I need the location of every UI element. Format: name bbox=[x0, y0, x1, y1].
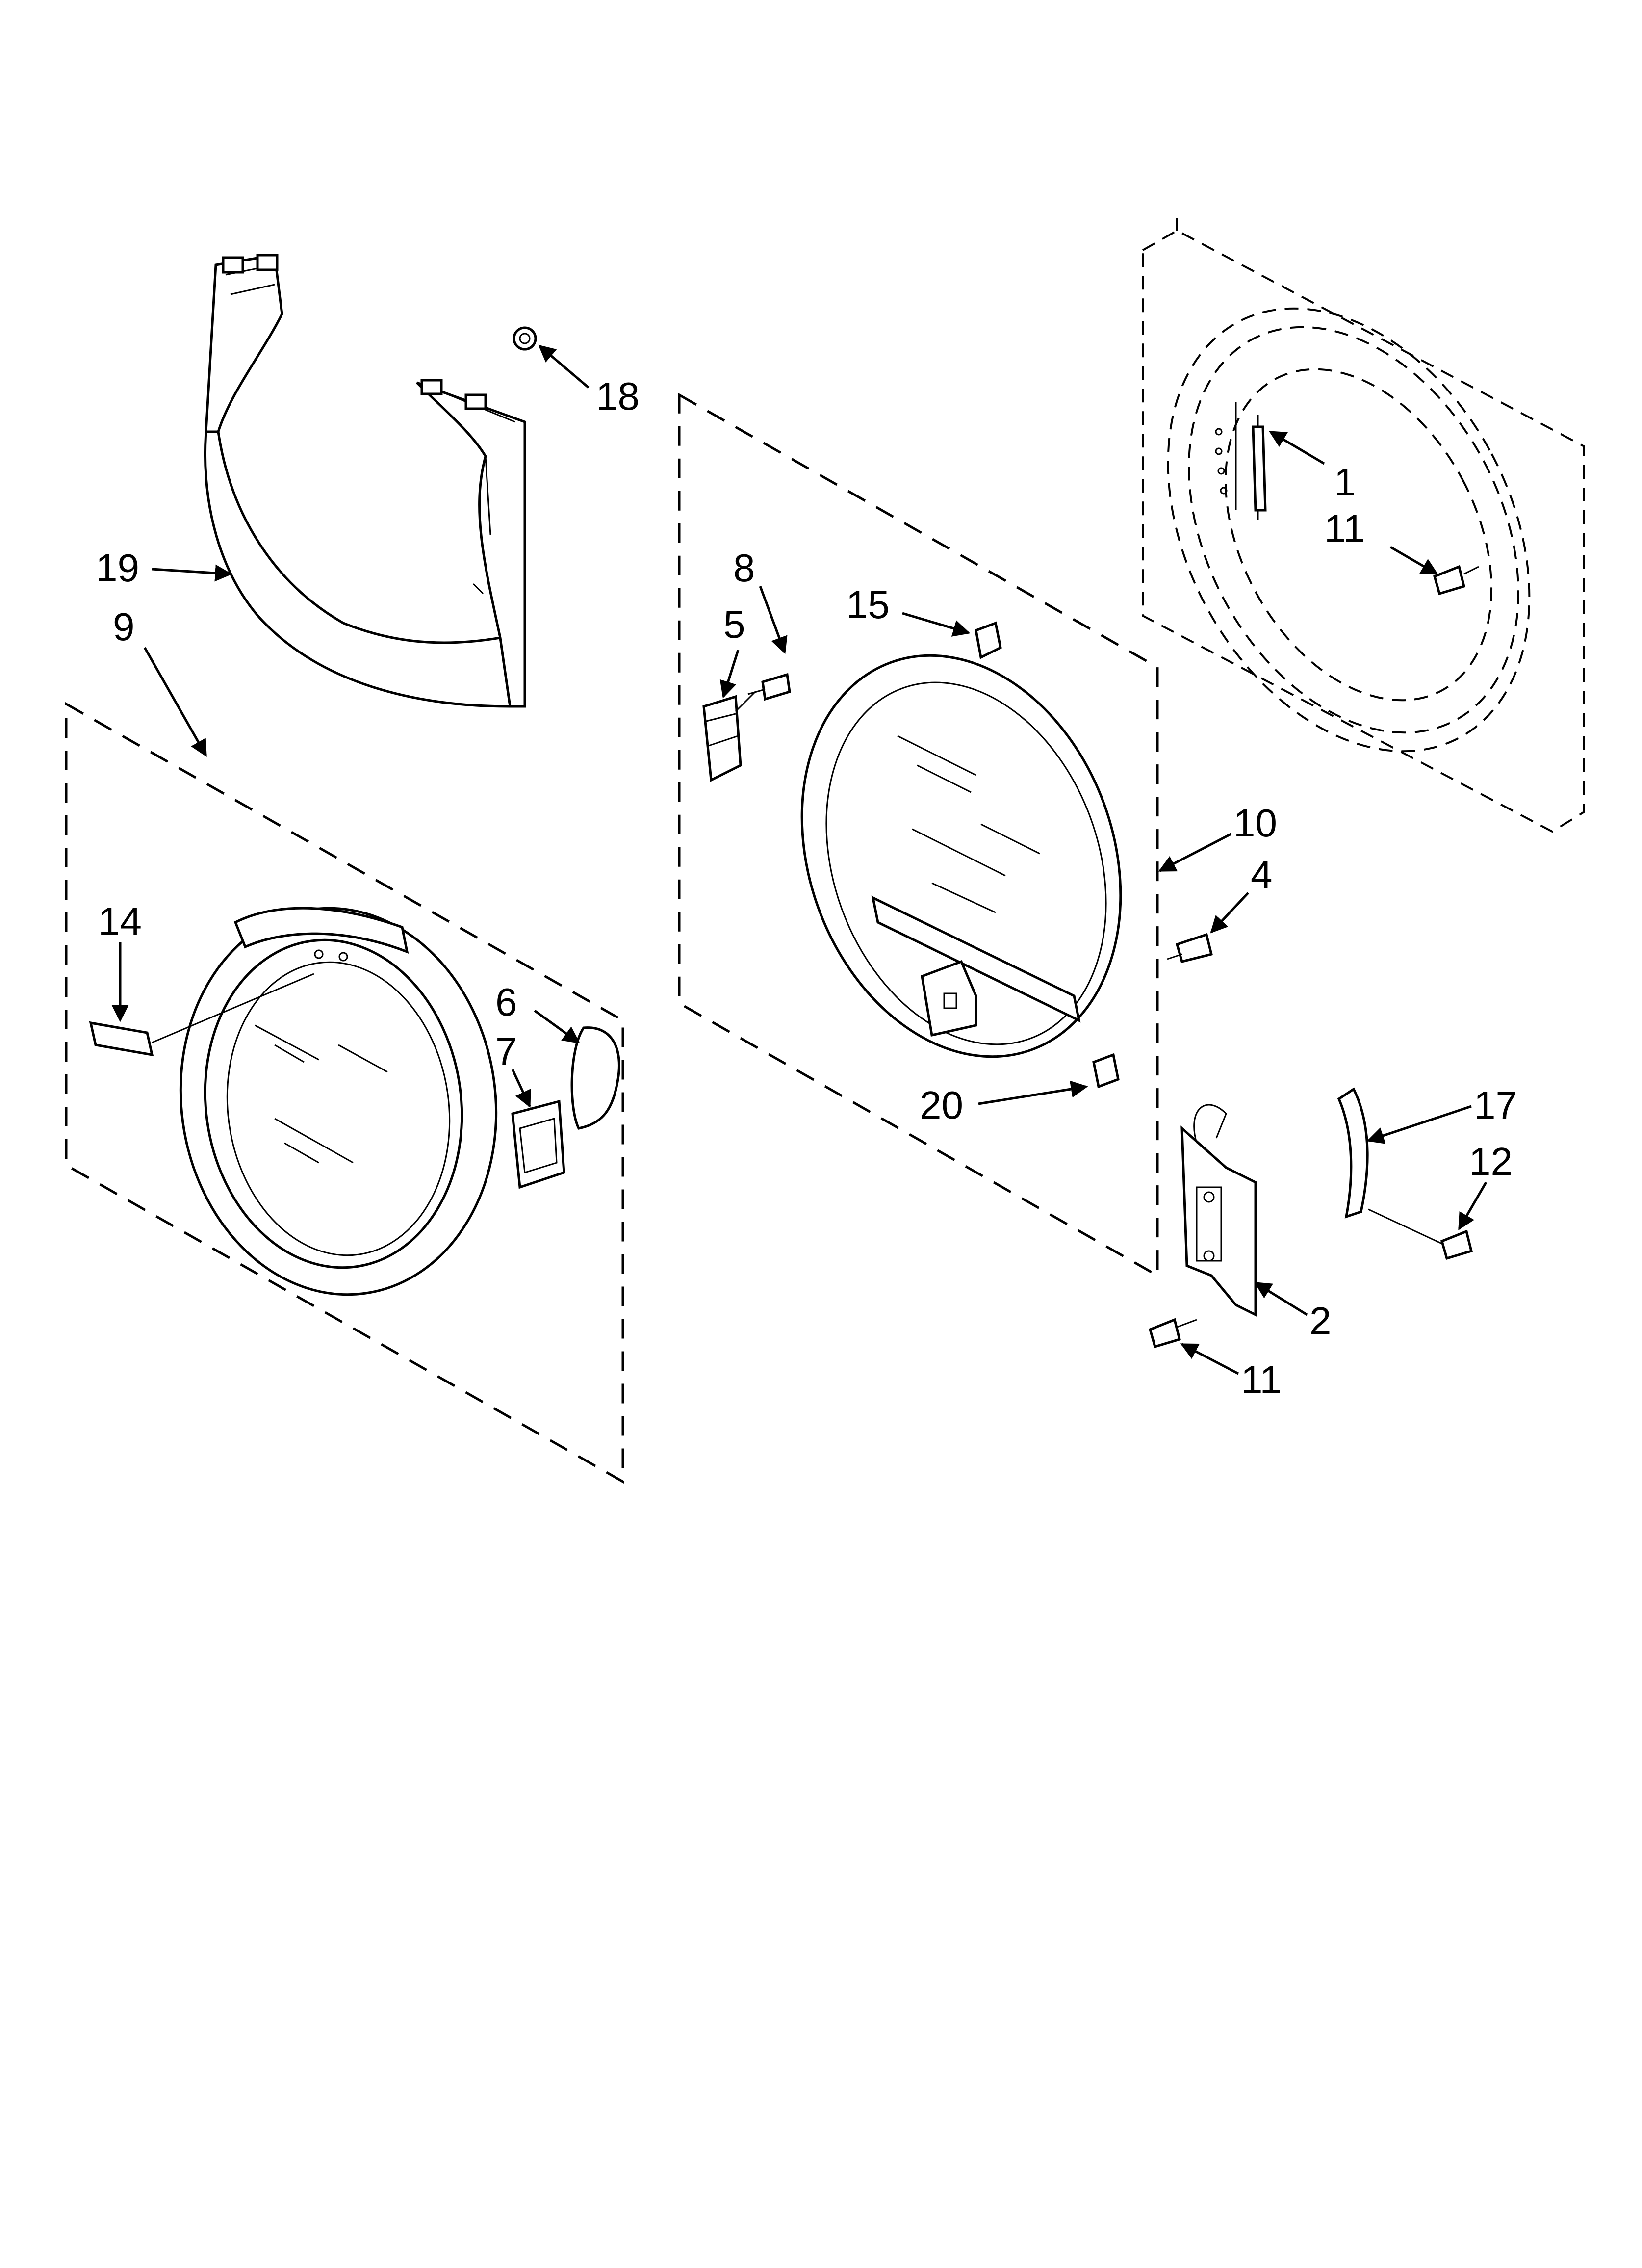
callout-4: 4 bbox=[1251, 853, 1273, 896]
hinge-trim-part bbox=[1337, 1087, 1369, 1219]
callout-12: 12 bbox=[1469, 1140, 1513, 1183]
callout-7: 7 bbox=[495, 1029, 517, 1073]
callout-2: 2 bbox=[1309, 1299, 1332, 1343]
callout-9: 9 bbox=[113, 605, 135, 649]
door-handle-part bbox=[89, 973, 314, 1057]
door-catch-part bbox=[511, 1099, 565, 1189]
front-trim-ring-part bbox=[204, 254, 526, 708]
hinge-screw-part bbox=[1148, 1318, 1197, 1349]
plug-part bbox=[513, 326, 537, 351]
callout-1: 1 bbox=[1334, 460, 1356, 504]
callout-11-hinge: 11 bbox=[1241, 1358, 1282, 1402]
callout-19: 19 bbox=[96, 546, 139, 590]
leader-lines bbox=[111, 344, 1488, 1375]
upper-latch-part bbox=[975, 621, 1002, 659]
callout-15: 15 bbox=[846, 583, 890, 626]
callout-11-cabinet: 11 bbox=[1324, 507, 1365, 550]
outer-door-assembly bbox=[65, 702, 624, 1484]
screw-part-8 bbox=[747, 673, 791, 701]
callout-6: 6 bbox=[495, 980, 517, 1024]
screw-part-4 bbox=[1167, 933, 1213, 964]
cabinet-bracket-part bbox=[1252, 425, 1267, 512]
callout-18: 18 bbox=[596, 374, 640, 418]
callout-17: 17 bbox=[1474, 1083, 1517, 1127]
callout-labels: 1 2 4 5 6 7 8 9 10 11 11 12 14 15 17 18 … bbox=[96, 374, 1517, 1402]
callout-20: 20 bbox=[920, 1083, 963, 1127]
hinge-block-part bbox=[702, 691, 756, 782]
inner-door-assembly bbox=[678, 392, 1159, 1278]
cabinet-screw-part bbox=[1433, 565, 1479, 596]
callout-8: 8 bbox=[733, 546, 755, 590]
callout-10: 10 bbox=[1233, 801, 1277, 845]
callout-5: 5 bbox=[723, 602, 745, 646]
lower-latch-part bbox=[1092, 1053, 1120, 1089]
callout-14: 14 bbox=[98, 899, 142, 943]
hinge-assembly-part bbox=[1180, 1104, 1257, 1317]
hinge-cover-screw-part bbox=[1368, 1208, 1473, 1260]
strike-cover-part bbox=[570, 1026, 620, 1130]
